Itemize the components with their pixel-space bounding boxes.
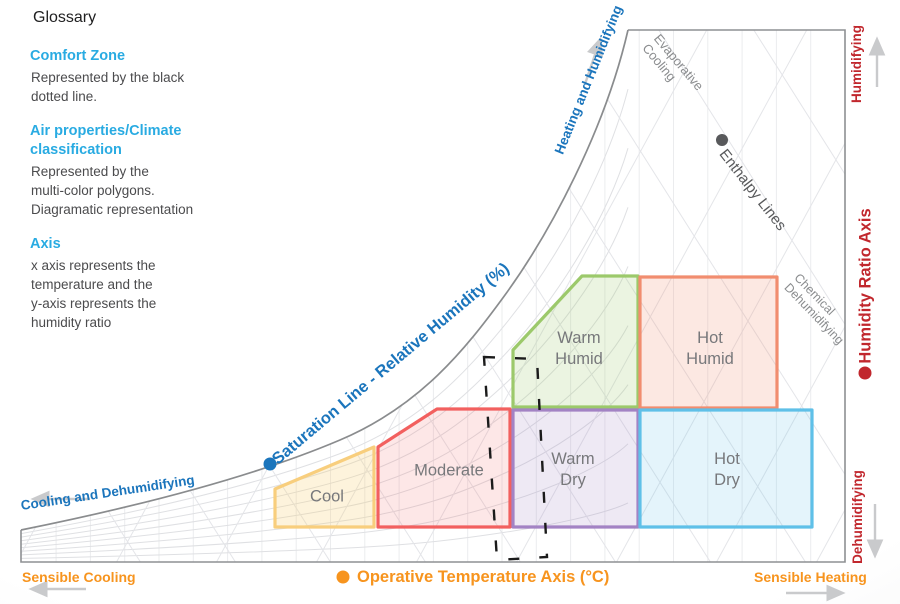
glossary-body: Represented by the multi-color polygons.… [31, 164, 194, 217]
temperature-axis-dot [336, 570, 350, 584]
zone-hot-dry-label: Hot Dry [714, 450, 740, 489]
zone-hot-humid-label: Hot Humid [686, 329, 734, 368]
zone-cool-label: Cool [310, 487, 344, 506]
zone-warm-dry-label: Warm Dry [551, 450, 595, 489]
zone-cool-region [273, 445, 376, 529]
grid-line [654, 30, 845, 562]
grid-line [559, 30, 845, 562]
saturation-dot [263, 457, 277, 471]
glossary-section-air-properties: Air properties/Climate classification Re… [30, 122, 240, 219]
zone-warm-humid-label: Warm Humid [555, 329, 603, 368]
grid-curve [21, 207, 629, 542]
glossary-body: Represented by the black dotted line. [31, 70, 185, 104]
grid-curve [21, 266, 629, 545]
zone-warm-humid-region [511, 274, 640, 409]
humidifying-label: Humidifying [849, 25, 865, 103]
glossary-heading: Axis [30, 236, 61, 252]
glossary-section-axis: Axis x axis represents the temperature a… [30, 235, 240, 332]
zone-hot-humid-region [638, 275, 779, 410]
dehumidifying-label: Dehumidifying [850, 470, 866, 564]
grid-curve [21, 148, 629, 538]
zone-hot-dry-region [638, 408, 814, 529]
humidity-axis-dot [858, 366, 872, 380]
enthalpy-dot [716, 134, 728, 146]
grid-line [709, 30, 845, 562]
glossary-section-comfort-zone: Comfort Zone Represented by the black do… [30, 47, 240, 106]
sensible-heating-label: Sensible Heating [754, 569, 867, 585]
glossary-title: Glossary [33, 9, 97, 26]
glossary-body: x axis represents the temperature and th… [31, 258, 157, 330]
comfort-zone-outline [482, 355, 549, 562]
grid-curve [21, 384, 629, 552]
temperature-axis-label: Operative Temperature Axis (°C) [357, 568, 610, 586]
grid-curve [21, 502, 629, 559]
glossary-heading: Air properties/Climate classification [30, 123, 182, 158]
sensible-cooling-label: Sensible Cooling [22, 569, 136, 585]
saturation-curve [20, 29, 629, 531]
humidity-ratio-axis-label: Humidity Ratio Axis [856, 208, 875, 364]
grid-curve [21, 88, 629, 535]
grid-curve [21, 325, 629, 549]
grid-line [509, 30, 811, 562]
glossary-heading: Comfort Zone [30, 48, 126, 64]
grid-line [609, 30, 845, 562]
zone-moderate-label: Moderate [414, 461, 484, 480]
grid-line [749, 30, 845, 562]
arrow-up-right-icon [583, 36, 603, 85]
glossary-panel: Glossary Comfort Zone Represented by the… [30, 9, 240, 348]
zone-moderate-region [376, 407, 512, 529]
axis-frame [20, 29, 846, 563]
